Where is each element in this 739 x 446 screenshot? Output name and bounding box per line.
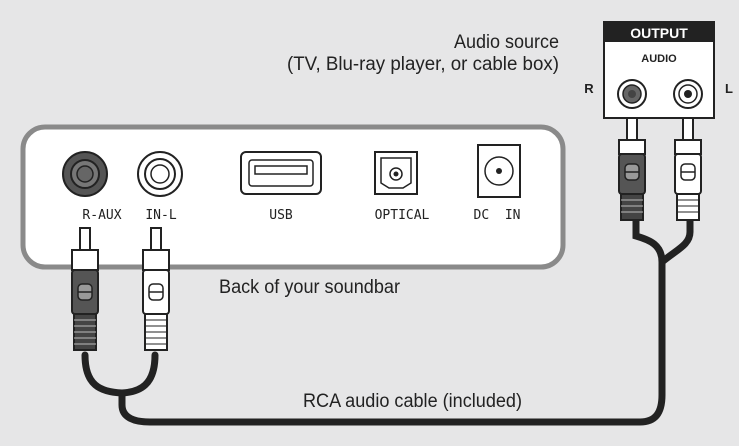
rca-plug-left-source: [674, 117, 702, 221]
in-l-jack: [137, 151, 183, 197]
rca-cable-branch-left: [118, 351, 159, 397]
port-label-in-l: IN-L: [145, 208, 176, 223]
rca-cable: [81, 214, 666, 426]
rca-plug-left-soundbar: [142, 227, 170, 351]
rca-cable-branch-right: [658, 214, 694, 266]
source-subtitle: (TV, Blu-ray player, or cable box): [287, 54, 559, 75]
source-title: Audio source: [454, 32, 559, 53]
usb-port: [240, 151, 322, 195]
source-l-jack: [673, 79, 703, 109]
source-r-jack: [617, 79, 647, 109]
r-aux-jack: [62, 151, 108, 197]
output-panel-header: OUTPUT: [630, 25, 688, 41]
cable-caption: RCA audio cable (included): [303, 391, 522, 412]
rca-plug-right-soundbar: [71, 227, 99, 351]
optical-port: [374, 151, 418, 195]
port-label-dc-in: DC IN: [474, 208, 521, 223]
source-r-label: R: [584, 81, 594, 96]
port-label-usb: USB: [269, 208, 293, 223]
source-l-label: L: [725, 81, 733, 96]
port-label-optical: OPTICAL: [375, 208, 430, 223]
rca-plug-right-source: [618, 117, 646, 221]
output-panel-subheader: AUDIO: [641, 53, 677, 65]
dc-in-port: [477, 144, 521, 198]
soundbar-caption: Back of your soundbar: [219, 277, 401, 298]
port-label-r-aux: R-AUX: [82, 208, 121, 223]
